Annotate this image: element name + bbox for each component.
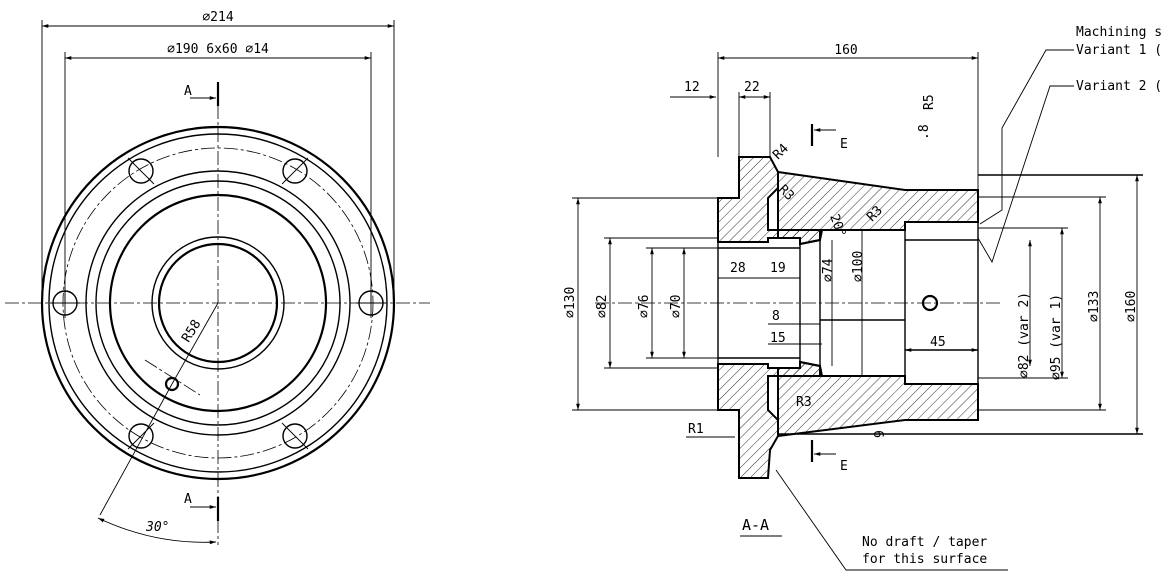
dim-text-r3-c: R3	[796, 395, 812, 410]
bolt-hole-bottom-left	[128, 423, 154, 449]
dim-text-160: 160	[834, 43, 857, 58]
note-variant1: Variant 1 (	[1076, 43, 1162, 58]
dim-text-d160: ⌀160	[1124, 291, 1139, 322]
hub-step-circle-1	[85, 170, 351, 436]
dim-text-r4: R4	[770, 141, 792, 163]
dim-text-08: .8	[917, 124, 932, 140]
dim-text-d82-var2: ⌀82 (var 2)	[1017, 292, 1032, 378]
section-view: 160 12 22 ⌀130 ⌀82 ⌀76 ⌀70 28 19 8 15 ⌀7…	[563, 43, 1143, 537]
variant1-leader	[979, 49, 1074, 225]
bore-outer-circle	[151, 236, 285, 370]
angle-arc	[97, 517, 217, 545]
notes: Machining s Variant 1 ( Variant 2 ( No d…	[775, 25, 1162, 571]
hub-outer-circle	[108, 193, 328, 413]
dim-text-8: 8	[772, 309, 780, 324]
section-mark-bottom: A	[184, 492, 192, 507]
no-draft-leader	[775, 469, 1008, 571]
bore-circle	[157, 242, 279, 364]
section-e-bottom: E	[840, 459, 848, 474]
dim-text-190: ⌀190 6x60 ⌀14	[167, 42, 269, 57]
dim-text-d95-var1: ⌀95 (var 1)	[1049, 294, 1064, 380]
dim-text-d130: ⌀130	[563, 287, 578, 318]
dim-text-9: 9	[873, 430, 888, 438]
bolt-hole-top-left	[128, 158, 154, 184]
small-hole	[164, 376, 180, 392]
dim-text-12: 12	[684, 80, 700, 95]
angle-line	[99, 383, 173, 516]
flange-chamfer-circle	[48, 133, 388, 473]
section-label: A-A	[742, 516, 769, 534]
note-no-draft-1: No draft / taper	[862, 535, 987, 550]
dim-text-22: 22	[744, 80, 760, 95]
dim-text-d70: ⌀70	[669, 295, 684, 318]
radius-label: R58	[179, 317, 204, 345]
angle-label: 30°	[145, 520, 169, 535]
note-machining: Machining s	[1076, 25, 1162, 40]
r58-leader	[171, 302, 219, 385]
dim-text-d100: ⌀100	[851, 251, 866, 282]
front-view: ⌀214 ⌀190 6x60 ⌀14 A A R58 30°	[5, 10, 430, 545]
dim-text-15: 15	[770, 331, 786, 346]
dim-text-r5: R5	[922, 94, 937, 110]
hub-step-circle-2	[95, 180, 341, 426]
dim-text-28: 28	[730, 261, 746, 276]
dim-text-d133: ⌀133	[1087, 291, 1102, 322]
dim-text-45: 45	[930, 335, 946, 350]
dim-text-d82-left: ⌀82	[595, 295, 610, 318]
section-e-top: E	[840, 137, 848, 152]
variant2-leader	[977, 85, 1074, 264]
dim-text-214: ⌀214	[202, 10, 233, 25]
dim-text-d76: ⌀76	[637, 295, 652, 318]
dim-text-19: 19	[770, 261, 786, 276]
cross-hole	[921, 294, 939, 312]
hole-centerline	[144, 359, 201, 396]
note-no-draft-2: for this surface	[862, 552, 987, 567]
dim-text-r1: R1	[688, 422, 704, 437]
section-mark-top: A	[184, 84, 192, 99]
note-variant2: Variant 2 (	[1076, 79, 1162, 94]
dim-text-d74: ⌀74	[821, 258, 836, 282]
bolt-hole-top-right	[282, 158, 308, 184]
bolt-hole-bottom-right	[282, 423, 308, 449]
